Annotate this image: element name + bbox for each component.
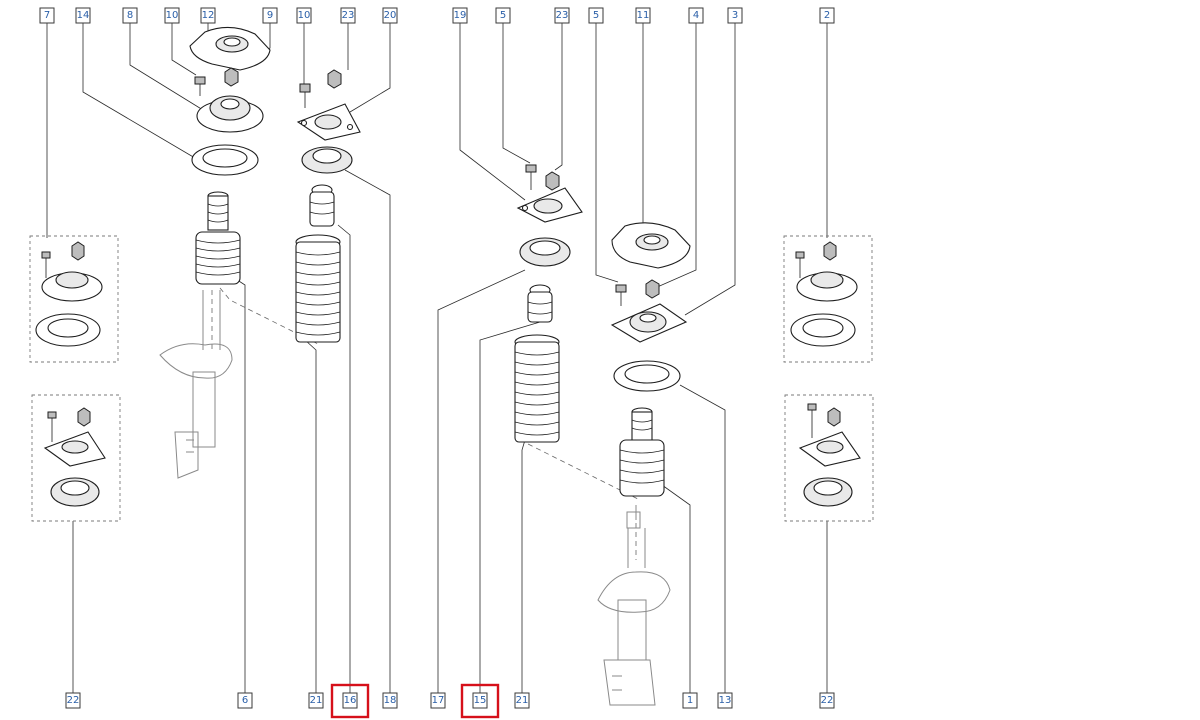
callout-top-label-0: 7 (44, 10, 50, 21)
callout-bottom-label-6: 15 (474, 695, 487, 706)
bolt-left-2 (299, 69, 342, 108)
callout-top-11: 23 (554, 7, 570, 24)
callout-bottom-2: 21 (308, 692, 324, 709)
callout-top-5: 9 (262, 7, 278, 24)
callout-top-10: 5 (495, 7, 511, 24)
callout-top-15: 3 (727, 7, 743, 24)
nut-left (224, 67, 239, 87)
callout-top-label-15: 3 (732, 10, 738, 21)
inset-top-left (29, 235, 119, 363)
callout-top-6: 10 (296, 7, 312, 24)
callout-top-label-8: 20 (384, 10, 397, 21)
callout-bottom-label-10: 22 (821, 695, 834, 706)
callout-bottom-label-8: 1 (687, 695, 693, 706)
mount-plate-left-2 (296, 103, 361, 141)
callout-top-label-4: 12 (202, 10, 215, 21)
callout-top-3: 10 (164, 7, 180, 24)
callout-bottom-3: 16 (330, 683, 370, 719)
callout-top-label-13: 11 (637, 10, 650, 21)
callout-bottom-0: 22 (65, 692, 81, 709)
callout-bottom-7: 21 (514, 692, 530, 709)
inset-bottom-right (784, 394, 874, 522)
spring-boot-long-left (295, 234, 341, 343)
callout-bottom-6: 15 (460, 683, 500, 719)
callout-top-label-2: 8 (127, 10, 133, 21)
bump-stop-left (207, 191, 229, 231)
strut-mount-left (196, 95, 264, 133)
strut-mount-right (610, 303, 688, 343)
callout-top-label-14: 4 (693, 10, 699, 21)
bearing-left (191, 144, 259, 176)
callout-top-label-12: 5 (593, 10, 599, 21)
upper-mount-cover-left (189, 26, 271, 71)
assembly-dashed-lines (211, 287, 641, 560)
callout-bottom-5: 17 (430, 692, 446, 709)
callout-bottom-label-2: 21 (310, 695, 323, 706)
callout-bottom-9: 13 (717, 692, 733, 709)
inset-bottom-left (31, 394, 121, 522)
bearing-right-2 (613, 360, 681, 392)
callout-top-7: 23 (340, 7, 356, 24)
callout-top-0: 7 (39, 7, 55, 24)
mount-plate-right (516, 164, 583, 223)
callout-bottom-4: 18 (382, 692, 398, 709)
callout-top-4: 12 (200, 7, 216, 24)
callout-top-13: 11 (635, 7, 651, 24)
callout-bottom-label-5: 17 (432, 695, 445, 706)
callout-bottom-label-9: 13 (719, 695, 732, 706)
dust-boot-left (195, 231, 241, 285)
strut-body-right-ghost (597, 505, 671, 706)
bearing-right (519, 237, 571, 267)
strut-body-left-ghost (159, 290, 233, 479)
nut-right (615, 279, 660, 306)
callout-top-label-11: 23 (556, 10, 569, 21)
callout-top-16: 2 (819, 7, 835, 24)
callout-bottom-label-1: 6 (242, 695, 248, 706)
callout-top-12: 5 (588, 7, 604, 24)
bolt-left (194, 76, 206, 96)
leader-lines (46, 23, 828, 693)
bump-stop-right-2 (631, 407, 653, 443)
bearing-left-2 (301, 146, 353, 174)
callout-bottom-10: 22 (819, 692, 835, 709)
callouts-top: 7 14 8 10 12 9 10 23 20 19 5 23 5 11 4 3 2 (39, 7, 835, 24)
callout-top-label-10: 5 (500, 10, 506, 21)
callout-bottom-label-7: 21 (516, 695, 529, 706)
callout-bottom-1: 6 (237, 692, 253, 709)
callout-top-2: 8 (122, 7, 138, 24)
callout-top-label-5: 9 (267, 10, 273, 21)
callout-bottom-label-0: 22 (67, 695, 80, 706)
bump-stop-left-2 (309, 184, 335, 227)
callout-top-label-1: 14 (77, 10, 90, 21)
callout-top-label-3: 10 (166, 10, 179, 21)
callout-bottom-label-4: 18 (384, 695, 397, 706)
callout-top-label-16: 2 (824, 10, 830, 21)
callout-bottom-label-3: 16 (344, 695, 357, 706)
callout-top-label-9: 19 (454, 10, 467, 21)
upper-mount-cover-right (611, 222, 691, 269)
callout-top-label-6: 10 (298, 10, 311, 21)
callout-top-14: 4 (688, 7, 704, 24)
callout-top-label-7: 23 (342, 10, 355, 21)
callout-top-8: 20 (382, 7, 398, 24)
inset-top-right (783, 235, 873, 363)
callouts-bottom: 22 6 21 16 18 17 15 21 1 13 22 (65, 683, 835, 719)
callout-top-9: 19 (452, 7, 468, 24)
dust-boot-right (619, 439, 665, 497)
callout-top-1: 14 (75, 7, 91, 24)
callout-bottom-8: 1 (682, 692, 698, 709)
spring-boot-long-right (514, 334, 560, 443)
bump-stop-right (527, 284, 553, 323)
